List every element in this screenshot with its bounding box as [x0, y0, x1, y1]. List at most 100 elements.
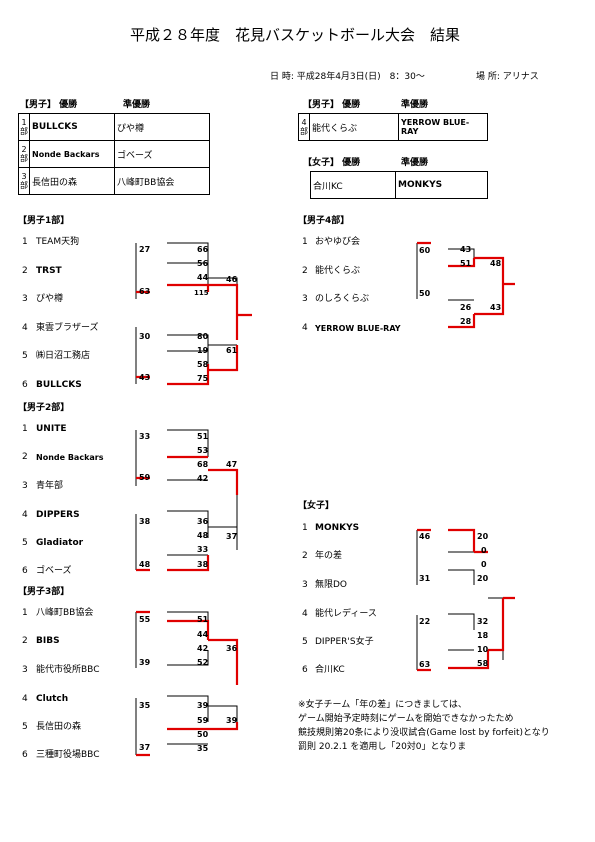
team-seed: 4	[22, 510, 28, 520]
team-seed: 2	[22, 636, 28, 646]
team-name: BULLCKS	[36, 380, 82, 390]
summary-row: 4部 能代くらぶ YERROW BLUE-RAY	[298, 113, 488, 141]
score: 66	[197, 245, 209, 254]
team-seed: 1	[302, 523, 308, 533]
score: 39	[139, 658, 151, 667]
team-name: MONKYS	[315, 523, 360, 533]
team-seed: 3	[302, 580, 308, 590]
summary-women-table: 合川KC MONKYS	[310, 171, 488, 199]
score: 44	[197, 273, 209, 282]
team-seed: 5	[302, 637, 308, 647]
score: 44	[197, 630, 209, 639]
score: 43	[139, 373, 151, 382]
bracket-men4-title: 【男子4部】	[298, 216, 350, 226]
team-name: ゴベーズ	[36, 566, 72, 576]
team-name: TRST	[36, 266, 62, 276]
score: 27	[139, 245, 151, 254]
score: 42	[197, 474, 209, 483]
score: 59	[197, 716, 209, 725]
score: 20	[477, 532, 489, 541]
score: 46	[226, 275, 238, 284]
score: 68	[197, 460, 209, 469]
score: 18	[477, 631, 489, 640]
team-seed: 6	[22, 566, 28, 576]
note-line: 罰則 20.2.1 を適用し「20対0」となりま	[298, 742, 467, 752]
score: 43	[460, 245, 472, 254]
summary-women-runner-header: 準優勝	[401, 158, 429, 168]
score: 55	[139, 615, 151, 624]
score: 39	[197, 701, 209, 710]
team-name: TEAM天狗	[36, 237, 80, 247]
summary-men-table: 1部 BULLCKS ぴや樽 2部 Nonde Backars ゴベーズ 3部 …	[18, 113, 210, 195]
score: 53	[197, 446, 209, 455]
team-name: 長信田の森	[36, 722, 82, 732]
team-seed: 6	[22, 750, 28, 760]
score: 35	[197, 744, 209, 753]
note-line: 競技規則第20条により没収試合(Game lost by forfeit)となり	[298, 728, 550, 738]
bracket-men2-title: 【男子2部】	[18, 403, 70, 413]
team-name: 青年部	[36, 481, 64, 491]
page-title: 平成２８年度 花見バスケットボール大会 結果	[130, 26, 461, 44]
score: 36	[197, 517, 209, 526]
team-seed: 5	[22, 722, 28, 732]
team-name: Clutch	[36, 694, 69, 704]
summary-men4-runner-header: 準優勝	[401, 100, 429, 110]
bracket-men3-title: 【男子3部】	[18, 587, 70, 597]
bracket-men1-title: 【男子1部】	[18, 216, 70, 226]
score: 48	[490, 259, 502, 268]
score: 51	[460, 259, 472, 268]
score: 33	[139, 432, 151, 441]
note-line: ※女子チーム「年の差」につきましては、	[298, 700, 467, 710]
score: 38	[197, 560, 209, 569]
score: 35	[139, 701, 151, 710]
team-seed: 6	[302, 665, 308, 675]
score: 61	[226, 346, 238, 355]
team-name: DIPPER'S女子	[315, 637, 374, 647]
team-name: 能代レディース	[315, 609, 377, 619]
score: 31	[419, 574, 431, 583]
score: 0	[481, 546, 487, 555]
team-seed: 2	[22, 266, 28, 276]
score: 32	[477, 617, 489, 626]
team-seed: 6	[22, 380, 28, 390]
team-name: ぴや樽	[36, 294, 64, 304]
score: 52	[197, 658, 209, 667]
score: 63	[419, 660, 431, 669]
score: 60	[419, 246, 431, 255]
team-name: 八峰町BB協会	[36, 608, 94, 618]
score: 43	[490, 303, 502, 312]
team-seed: 4	[302, 323, 308, 333]
score: 20	[477, 574, 489, 583]
summary-men-winner-header: 【男子】 優勝	[20, 100, 78, 110]
team-seed: 2	[302, 266, 308, 276]
team-name: のしろくらぶ	[315, 294, 370, 304]
runner-cell: ぴや樽	[114, 113, 210, 141]
team-seed: 3	[302, 294, 308, 304]
rank-cell: 1部	[18, 113, 30, 141]
team-name: おやゆび会	[315, 237, 361, 247]
score: 0	[481, 560, 487, 569]
score: 37	[139, 743, 151, 752]
team-seed: 3	[22, 294, 28, 304]
score: 38	[139, 517, 151, 526]
event-venue: 場 所: アリナス	[476, 72, 539, 82]
team-name: 能代くらぶ	[315, 266, 361, 276]
runner-cell: MONKYS	[395, 171, 488, 199]
score: 58	[197, 360, 209, 369]
score: 51	[197, 615, 209, 624]
team-seed: 1	[302, 237, 308, 247]
score: 37	[226, 532, 238, 541]
winner-cell: 合川KC	[310, 171, 396, 199]
team-name: 東雲ブラザーズ	[36, 323, 99, 333]
summary-men4-winner-header: 【男子】 優勝	[303, 100, 361, 110]
team-name: BIBS	[36, 636, 60, 646]
team-name: 三種町役場BBC	[36, 750, 100, 760]
runner-cell: 八峰町BB協会	[114, 167, 210, 195]
team-seed: 4	[22, 694, 28, 704]
team-name: DIPPERS	[36, 510, 80, 520]
team-seed: 5	[22, 538, 28, 548]
runner-cell: ゴベーズ	[114, 140, 210, 168]
team-seed: 2	[302, 551, 308, 561]
